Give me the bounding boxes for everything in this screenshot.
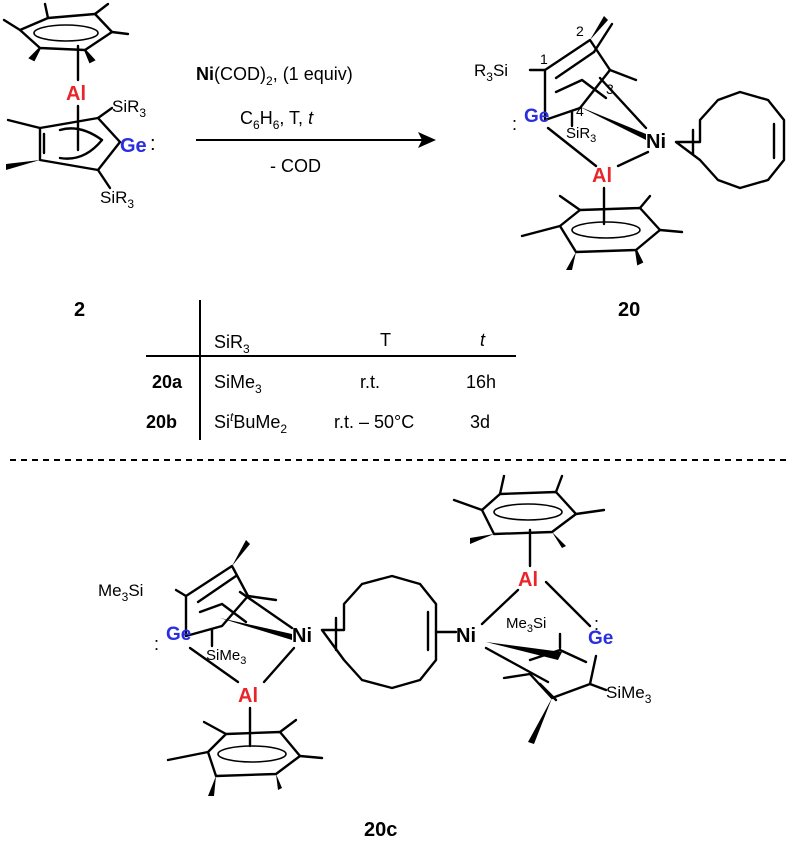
ge-lone-pair-20c-left: :	[154, 634, 159, 654]
conditions-table: SiR3 T t 20a SiMe3 r.t. 16h 20b SitBuMe2…	[146, 300, 516, 440]
ni-atom-20c-left: Ni	[292, 625, 312, 647]
ge-lone-pair-20: :	[512, 114, 517, 134]
compound-label-2: 2	[74, 299, 85, 321]
ge-atom-20c-left: Ge	[166, 624, 191, 645]
row-20a-id: 20a	[152, 372, 183, 392]
cod-ring-20c	[320, 574, 458, 690]
sime3-right: SiMe3	[606, 683, 652, 706]
sir3-top-2: SiR3	[112, 97, 146, 120]
reaction-arrow: Ni(COD)2, (1 equiv) C6H6, T, t - COD	[196, 64, 436, 176]
ge-lone-pair-20c-right: :	[594, 614, 599, 634]
byproduct-text: - COD	[270, 156, 321, 176]
header-time: t	[480, 330, 486, 350]
header-temp: T	[380, 330, 391, 350]
row-20a-sir: SiMe3	[214, 372, 262, 396]
sir3-20: SiR3	[566, 125, 596, 145]
sime3-left: SiMe3	[206, 647, 246, 667]
conditions-text: C6H6, T, t	[240, 108, 314, 132]
compound-20: R3Si 1 2 3 4 Ge : SiR3 Ni Al 20	[474, 16, 786, 321]
al-atom-20: Al	[592, 165, 612, 187]
ni-atom-20: Ni	[646, 131, 666, 153]
row-20b-id: 20b	[146, 412, 177, 432]
reagent-text: Ni(COD)2, (1 equiv)	[196, 64, 353, 88]
germole-ring-2	[6, 116, 122, 172]
me3si-right: Me3Si	[506, 615, 546, 635]
compound-2: Al Ge : SiR3 SiR3 2	[2, 2, 156, 321]
num-4: 4	[576, 103, 584, 119]
cp-star-ring-20	[520, 194, 684, 270]
ge-atom-2: Ge	[120, 135, 147, 157]
compound-label-20c: 20c	[364, 819, 397, 841]
row-20b-sir: SitBuMe2	[214, 410, 287, 436]
row-20a-temp: r.t.	[360, 372, 380, 392]
ni-atom-20c-right: Ni	[456, 625, 476, 647]
ge-atom-20c-right: Ge	[588, 628, 613, 649]
row-20b-temp: r.t. – 50°C	[334, 412, 414, 432]
compound-label-20: 20	[618, 299, 640, 321]
cod-ring-20	[674, 90, 786, 190]
cp-star-ring-20c-left	[166, 718, 324, 796]
al-atom-20c-right: Al	[518, 569, 538, 591]
num-1: 1	[540, 51, 548, 67]
r3si-20: R3Si	[474, 61, 508, 84]
cp-star-ring-2	[2, 2, 130, 64]
me3si-left: Me3Si	[98, 581, 143, 604]
al-atom-2: Al	[66, 83, 86, 105]
ge-atom-20: Ge	[524, 106, 549, 127]
num-2: 2	[576, 23, 584, 39]
ge-lone-pair-2: :	[150, 133, 156, 155]
cp-star-ring-20c-right	[452, 474, 606, 548]
al-atom-20c-left: Al	[238, 685, 258, 707]
row-20b-time: 3d	[470, 412, 490, 432]
compound-20c: Me3Si Ge : SiMe3 Ni Al Ni	[98, 474, 652, 841]
header-sir3: SiR3	[214, 332, 250, 356]
row-20a-time: 16h	[466, 372, 496, 392]
sir3-bottom-2: SiR3	[100, 188, 134, 211]
